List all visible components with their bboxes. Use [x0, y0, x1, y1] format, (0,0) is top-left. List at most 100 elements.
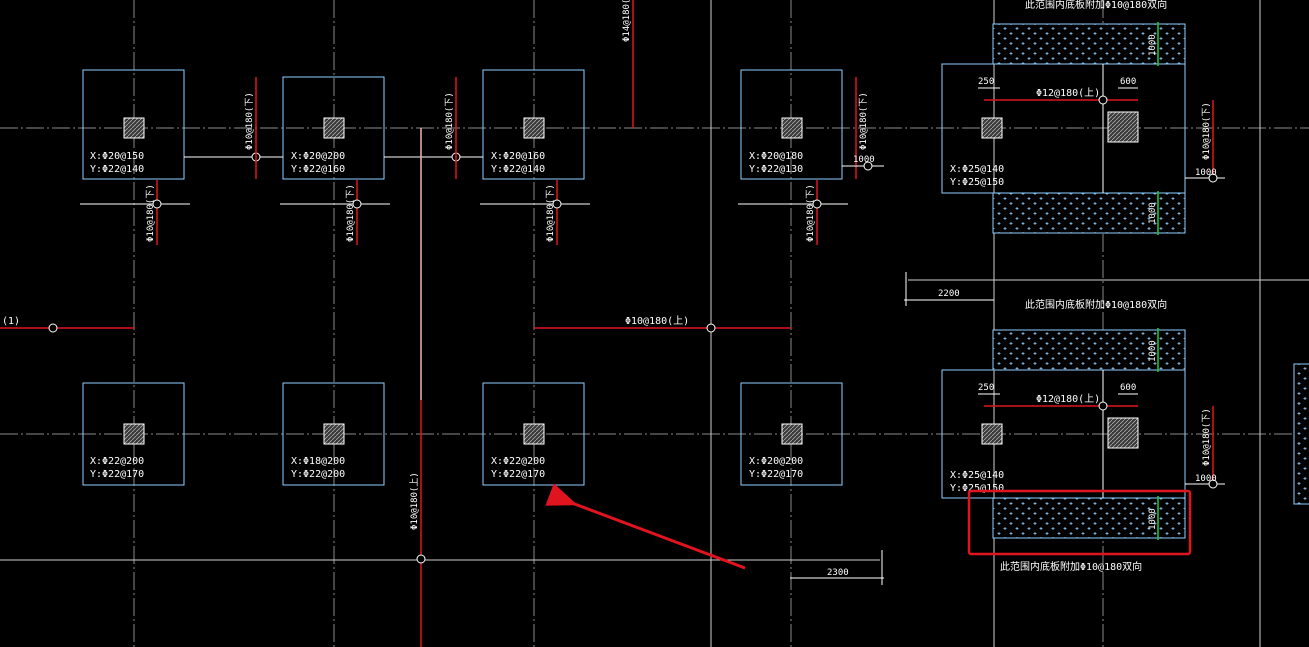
- dim-label: 1000: [1195, 168, 1217, 178]
- column-icon: [123, 117, 145, 139]
- rebar-label: Φ10@180(下): [146, 184, 156, 242]
- rebar-label: Φ10@180(下): [806, 184, 816, 242]
- footing-pad: [482, 69, 585, 180]
- reinforce-zone: [992, 23, 1186, 65]
- footing-x-rebar: X:Φ20@150: [90, 151, 144, 162]
- zone-note: 此范围内底板附加Φ10@180双向: [1025, 298, 1167, 311]
- footing-top-2[interactable]: X:Φ20@200 Y:Φ22@160: [282, 76, 385, 180]
- double-footing-top[interactable]: Φ12@180(上) 250 600 X:Φ25@140 Y:Φ25@150 Φ…: [941, 0, 1225, 235]
- dim-label: 250: [978, 383, 994, 393]
- footing-pad: [282, 382, 385, 486]
- footing-y-rebar: Y:Φ22@140: [90, 164, 144, 175]
- rebar-node: [152, 199, 162, 209]
- rebar-node: [552, 199, 562, 209]
- highlight-box[interactable]: [967, 489, 1192, 556]
- rebar-label: Φ10@180(下): [445, 92, 455, 150]
- rebar-label: Φ12@180(上): [1036, 87, 1100, 99]
- footing-y-rebar: Y:Φ22@170: [90, 469, 144, 480]
- rebar-label: Φ10@180(上): [409, 472, 420, 530]
- column-icon: [523, 423, 545, 445]
- rebar-node: [706, 323, 716, 333]
- dim-label: 1000: [1148, 508, 1158, 530]
- rebar-label: Φ10@180(下): [245, 92, 255, 150]
- footing-x-rebar: X:Φ25@140: [950, 470, 1004, 481]
- reinforce-zone: [992, 329, 1186, 371]
- footing-y-rebar: Y:Φ25@150: [950, 177, 1004, 188]
- footing-pad: [941, 63, 1186, 194]
- footing-bottom-4[interactable]: X:Φ20@200 Y:Φ22@170: [740, 382, 843, 486]
- zone-note: 此范围内底板附加Φ10@180双向: [1025, 0, 1167, 11]
- column-icon: [981, 423, 1003, 445]
- rebar-label: Φ14@180(下): [622, 0, 632, 42]
- footing-x-rebar: X:Φ20@160: [491, 151, 545, 162]
- rebar-node: [1208, 173, 1218, 183]
- footing-top-1[interactable]: X:Φ20@150 Y:Φ22@140: [82, 69, 185, 180]
- dim-label: 600: [1120, 383, 1136, 393]
- footing-top-3[interactable]: X:Φ20@160 Y:Φ22@140: [482, 69, 585, 180]
- rebar-node: [48, 323, 58, 333]
- rebar-label: Φ10@180(下): [1202, 102, 1212, 160]
- footing-y-rebar: Y:Φ25@150: [950, 483, 1004, 494]
- footing-x-rebar: X:Φ22@200: [491, 456, 545, 467]
- reinforce-zone: [992, 192, 1186, 234]
- annotation-arrow: [545, 483, 746, 570]
- rebar-node: [1098, 95, 1108, 105]
- footing-pad: [740, 382, 843, 486]
- zone-note: 此范围内底板附加Φ10@180双向: [1000, 560, 1142, 573]
- footing-x-rebar: X:Φ20@200: [291, 151, 345, 162]
- dim-label: 1000: [853, 155, 875, 165]
- rebar-label: Φ10@180(下): [546, 184, 556, 242]
- column-icon: [1107, 417, 1139, 449]
- column-icon: [523, 117, 545, 139]
- rebar-label: Φ10@180(下): [1202, 408, 1212, 466]
- rebar-node: [1098, 401, 1108, 411]
- footing-x-rebar: X:Φ18@200: [291, 456, 345, 467]
- rebar-label: Φ10@180(上): [625, 315, 689, 327]
- footing-x-rebar: X:Φ22@200: [90, 456, 144, 467]
- footing-pad: [740, 69, 843, 180]
- footing-bottom-3[interactable]: X:Φ22@200 Y:Φ22@170: [482, 382, 585, 486]
- partial-element-right: [1293, 363, 1309, 505]
- column-icon: [781, 423, 803, 445]
- footing-x-rebar: X:Φ25@140: [950, 164, 1004, 175]
- reinforce-zone: [1293, 363, 1309, 505]
- column-icon: [323, 117, 345, 139]
- reinforce-zone: [992, 497, 1186, 539]
- footing-bottom-2[interactable]: X:Φ18@200 Y:Φ22@200: [282, 382, 385, 486]
- footing-bottom-1[interactable]: X:Φ22@200 Y:Φ22@170: [82, 382, 185, 486]
- dim-label: 600: [1120, 77, 1136, 87]
- footing-y-rebar: Y:Φ22@170: [491, 469, 545, 480]
- footing-pad: [82, 69, 185, 180]
- dim-label: 2300: [827, 568, 849, 578]
- footing-x-rebar: X:Φ20@200: [749, 456, 803, 467]
- double-footing-bottom[interactable]: 此范围内底板附加Φ10@180双向 Φ12@180(上) 250 600 X:Φ…: [941, 298, 1225, 573]
- rebar-node: [352, 199, 362, 209]
- column-icon: [781, 117, 803, 139]
- column-icon: [1107, 111, 1139, 143]
- edge-label: (1): [2, 316, 20, 327]
- footing-pad: [282, 76, 385, 180]
- dimension-2200: 2200: [904, 272, 994, 306]
- footing-pad: [82, 382, 185, 486]
- rebar-label: Φ12@180(上): [1036, 393, 1100, 405]
- rebar-label: Φ10@180(下): [859, 92, 869, 150]
- column-icon: [323, 423, 345, 445]
- dim-label: 1000: [1148, 340, 1158, 362]
- rebar-middle: (1) Φ10@180(上) Φ10@180(上): [0, 128, 791, 647]
- rebar-node: [1208, 479, 1218, 489]
- dim-label: 2200: [938, 289, 960, 299]
- footing-x-rebar: X:Φ20@180: [749, 151, 803, 162]
- column-icon: [981, 117, 1003, 139]
- footing-y-rebar: Y:Φ22@160: [291, 164, 345, 175]
- dimension-2300: 2300: [790, 550, 884, 585]
- dim-label: 1000: [1148, 34, 1158, 56]
- dim-label: 1000: [1148, 202, 1158, 224]
- footing-pad: [941, 369, 1186, 499]
- rebar-ties-top: Φ10@180(下) Φ10@180(下) Φ10@180(下) 1000 Φ1…: [80, 0, 884, 245]
- footing-y-rebar: Y:Φ22@140: [491, 164, 545, 175]
- dim-label: 1000: [1195, 474, 1217, 484]
- footing-top-4[interactable]: X:Φ20@180 Y:Φ22@130: [740, 69, 843, 180]
- dim-label: 250: [978, 77, 994, 87]
- rebar-node: [812, 199, 822, 209]
